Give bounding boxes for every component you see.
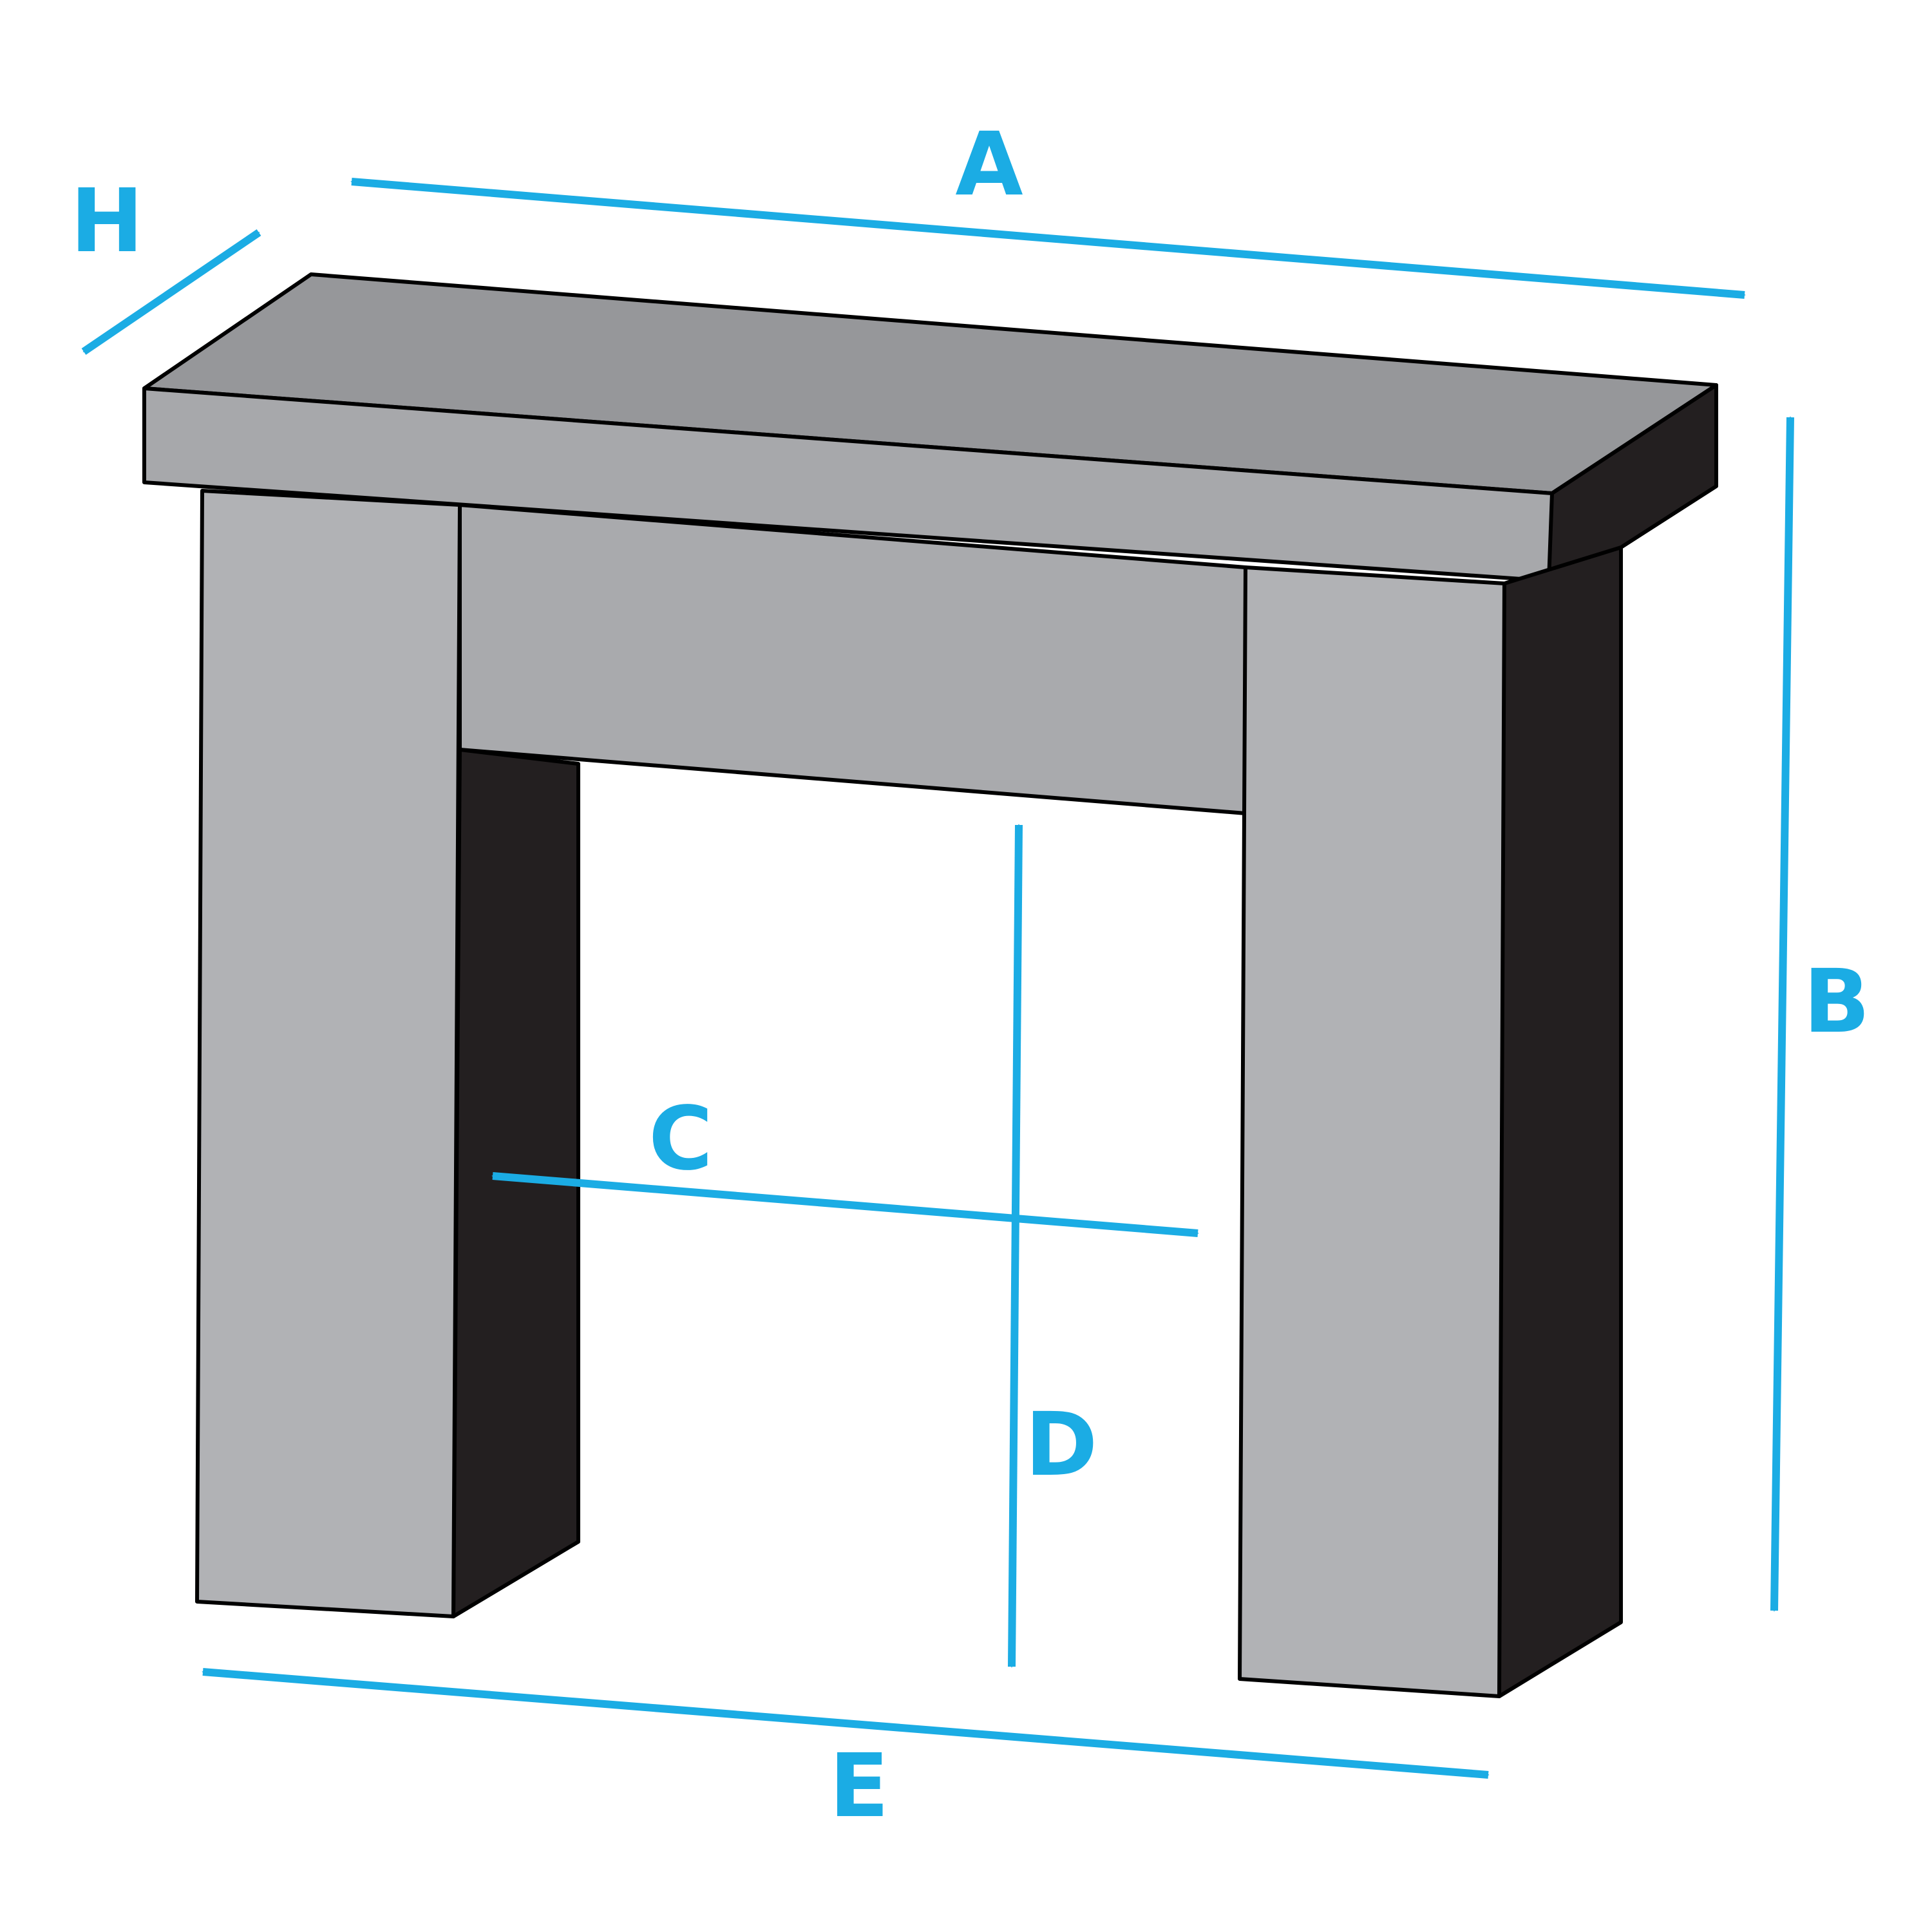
left-leg [195,489,462,1618]
dimension-arrow-h [81,229,261,355]
dimension-arrow-e [202,1668,1490,1779]
dimension-labels: A B C D E H [70,114,1870,1837]
dimension-label-e: E [829,1736,889,1837]
dimension-arrow-d [1008,824,1023,1668]
dimension-label-b: B [1803,951,1870,1053]
dimension-arrow-a [350,178,1746,299]
dimension-arrow-c [491,1172,1199,1237]
dimension-arrows [81,178,1794,1779]
right-leg-shadow [1495,545,1623,1698]
dimension-label-d: D [1025,1394,1098,1496]
dimension-label-h: H [70,171,144,272]
dimension-label-c: C [649,1088,713,1190]
right-leg [1238,565,1506,1698]
dimension-arrow-b [1770,416,1794,1612]
dimension-label-a: A [955,114,1023,216]
